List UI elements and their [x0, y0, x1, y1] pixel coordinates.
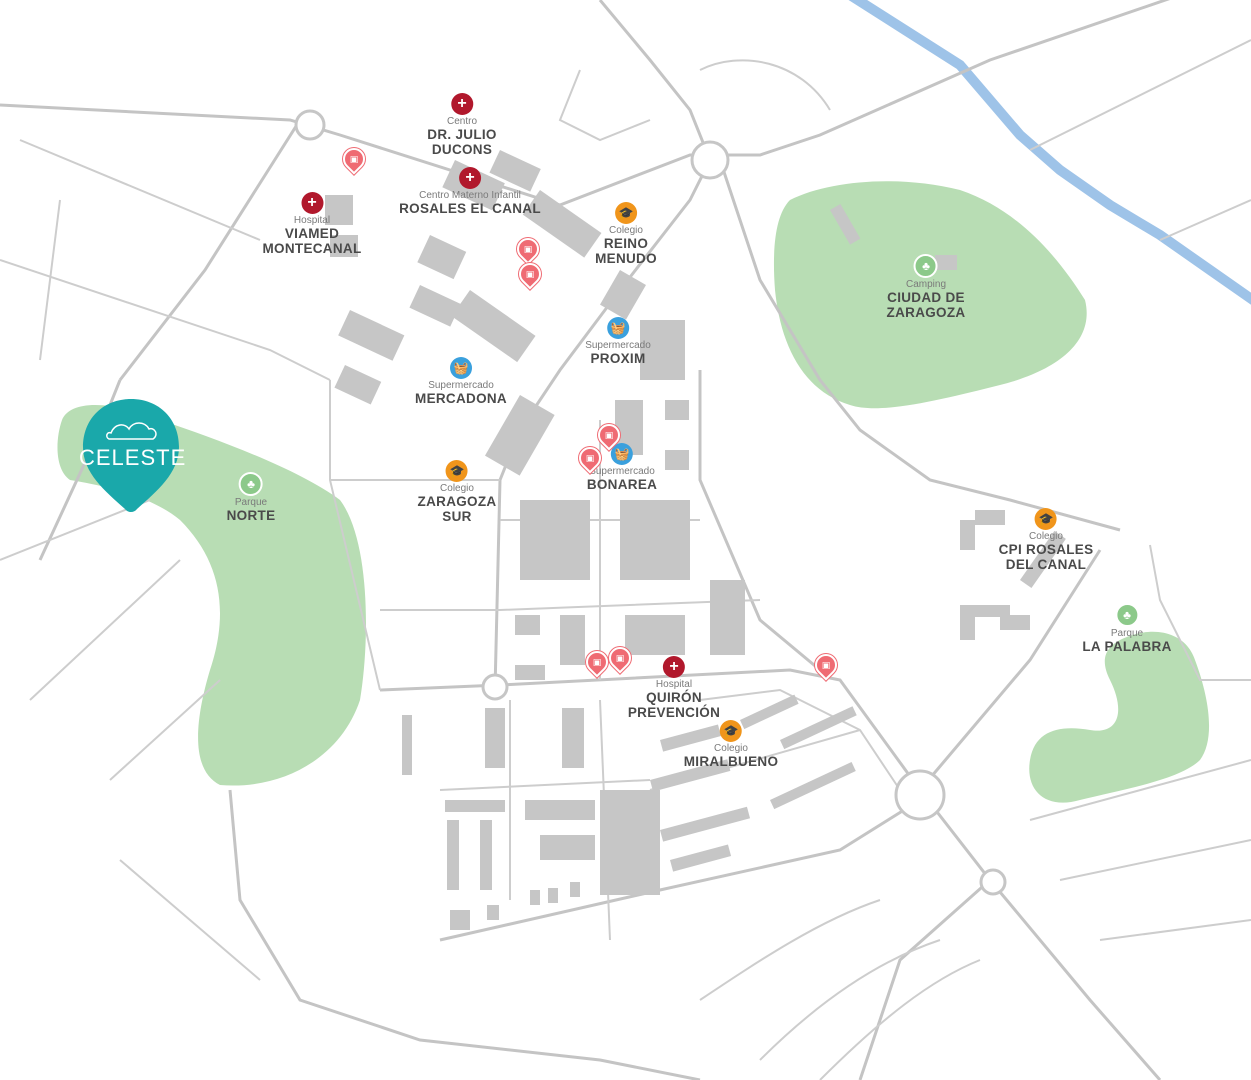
- graduation-cap-icon: 🎓: [615, 202, 637, 224]
- parque-la-palabra-area: [1029, 631, 1210, 803]
- roundabouts: [294, 109, 1007, 896]
- graduation-cap-icon: 🎓: [720, 720, 742, 742]
- celeste-location-marker[interactable]: CELESTE: [79, 395, 187, 515]
- poi-camping-ciudad-de-zaragoza[interactable]: ♣ Camping CIUDAD DE ZARAGOZA: [887, 254, 966, 320]
- medical-cross-icon: +: [451, 93, 473, 115]
- main-roads: [0, 0, 1171, 1080]
- shopping-basket-icon: 🧺: [449, 357, 472, 379]
- poi-supermercado-mercadona[interactable]: 🧺 Supermercado MERCADONA: [415, 357, 507, 406]
- poi-centro-dr-julio-ducons[interactable]: + Centro DR. JULIO DUCONS: [427, 93, 497, 157]
- poi-supermercado-proxim[interactable]: 🧺 Supermercado PROXIM: [585, 317, 651, 366]
- canal-river: [848, 0, 1251, 305]
- poi-colegio-zaragoza-sur[interactable]: 🎓 Colegio ZARAGOZA SUR: [418, 460, 497, 524]
- tree-icon: ♣: [914, 254, 938, 278]
- poi-colegio-cpi-rosales-del-canal[interactable]: 🎓 Colegio CPI ROSALES DEL CANAL: [999, 508, 1094, 572]
- poi-supermercado-bonarea[interactable]: 🧺 Supermercado BONAREA: [587, 443, 657, 492]
- medical-cross-icon: +: [459, 167, 481, 189]
- poi-parque-la-palabra[interactable]: ♣ Parque LA PALABRA: [1082, 603, 1171, 654]
- medical-cross-icon: +: [663, 656, 685, 678]
- tree-icon: ♣: [1115, 603, 1139, 627]
- parque-norte-area: [57, 405, 366, 786]
- poi-hospital-quiron-prevencion[interactable]: + Hospital QUIRÓN PREVENCIÓN: [627, 656, 721, 720]
- medical-cross-icon: +: [301, 192, 323, 214]
- poi-parque-norte[interactable]: ♣ Parque NORTE: [227, 472, 276, 523]
- tree-icon: ♣: [239, 472, 263, 496]
- poi-centro-materno-infantil[interactable]: + Centro Materno Infantil ROSALES EL CAN…: [399, 167, 541, 216]
- shopping-basket-icon: 🧺: [607, 317, 629, 339]
- graduation-cap-icon: 🎓: [446, 460, 468, 482]
- map-pin-icon: [83, 399, 179, 512]
- poi-colegio-miralbueno[interactable]: 🎓 Colegio MIRALBUENO: [684, 720, 779, 769]
- graduation-cap-icon: 🎓: [1034, 508, 1057, 530]
- shopping-basket-icon: 🧺: [610, 443, 633, 465]
- brand-logo-text: CELESTE: [79, 445, 187, 470]
- poi-colegio-reino-menudo[interactable]: 🎓 Colegio REINO MENUDO: [595, 202, 657, 266]
- buildings: [325, 150, 1066, 930]
- poi-hospital-viamed-montecanal[interactable]: + Hospital VIAMED MONTECANAL: [262, 192, 362, 256]
